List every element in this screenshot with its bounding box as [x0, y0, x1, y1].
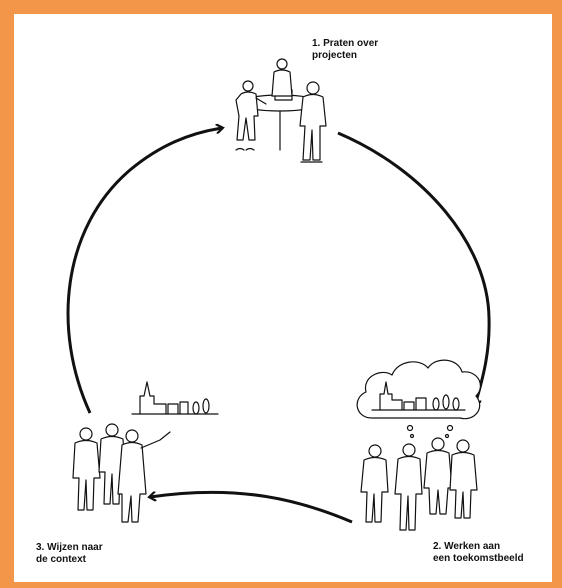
step-2-label: 2. Werken aan een toekomstbeeld	[433, 541, 524, 565]
step-2-line1: 2. Werken aan	[433, 541, 524, 553]
step-1-line2: projecten	[312, 50, 378, 62]
arrow-3-to-1	[68, 128, 222, 413]
step-1-label: 1. Praten over projecten	[312, 38, 378, 62]
people-pointing-at-village-icon	[73, 382, 218, 522]
people-at-table-with-model-icon	[236, 59, 326, 162]
step-3-label: 3. Wijzen naar de context	[36, 542, 103, 566]
people-thinking-of-village-icon	[357, 360, 480, 530]
step-3-line1: 3. Wijzen naar	[36, 542, 103, 554]
step-1-line1: 1. Praten over	[312, 38, 378, 50]
step-3-line2: de context	[36, 554, 103, 566]
arrow-2-to-3	[150, 492, 352, 522]
step-2-line2: een toekomstbeeld	[433, 553, 524, 565]
